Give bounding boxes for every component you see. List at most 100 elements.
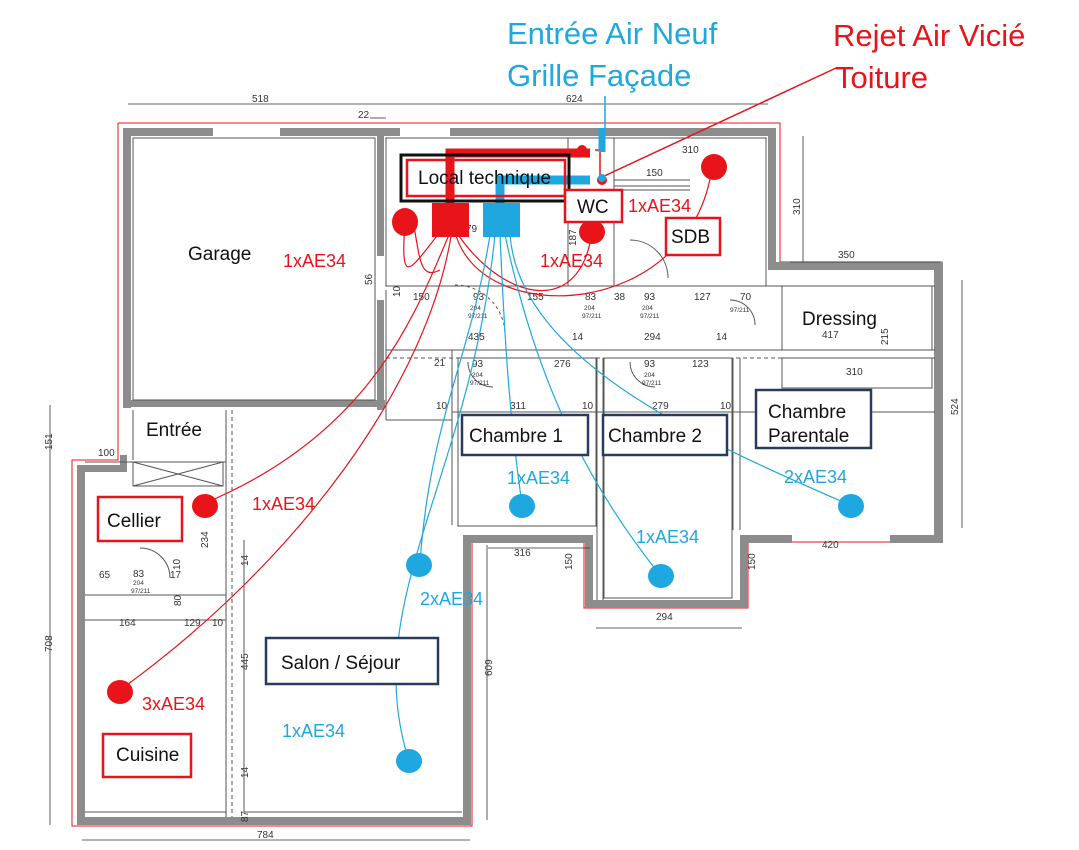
dim-ch2-bottom-316: 316 (514, 548, 531, 559)
walls (77, 128, 943, 825)
dim-kitchen-164: 164 (119, 618, 136, 629)
exhaust-title-line2: Toiture (835, 60, 928, 95)
vent-label-cellier: 1xAE34 (252, 494, 315, 514)
dim-garage-height: 56 (364, 273, 375, 285)
dim-cellier-80: 80 (173, 594, 184, 606)
supply-unit (483, 203, 520, 237)
dim-c83: 83 (585, 292, 597, 303)
room-salon: Salon / Séjour (281, 653, 401, 674)
dim-cellier-10: 10 (172, 558, 183, 570)
dim-entree-151: 151 (44, 433, 55, 450)
dim-top-right: 624 (566, 94, 583, 105)
dim-bottom-87: 87 (240, 810, 251, 822)
vent-label-salon-upper: 2xAE34 (420, 589, 483, 609)
room-dressing: Dressing (802, 309, 877, 330)
dim-door-97d: 97/211 (730, 307, 750, 314)
dim-bottom-784: 784 (257, 830, 274, 841)
dim-wc-150: 150 (646, 168, 663, 179)
room-label-boxes (96, 153, 873, 779)
dim-c38: 38 (614, 292, 626, 303)
salon-lower-vent-dot (396, 749, 422, 773)
dim-ch2-279: 279 (652, 401, 669, 412)
dim-salon-445: 445 (240, 653, 251, 670)
vent-label-sdb: 1xAE34 (540, 251, 603, 271)
vent-label-parentale: 2xAE34 (784, 467, 847, 487)
dim-corridor-294: 294 (644, 332, 661, 343)
dim-ch-10: 10 (582, 401, 594, 412)
room-chambre2: Chambre 2 (608, 426, 702, 447)
legend: Entrée Air Neuf Grille Façade Rejet Air … (507, 16, 1025, 95)
dim-21: 21 (434, 358, 446, 369)
supply-title-line1: Entrée Air Neuf (507, 16, 718, 51)
exhaust-junction-dot (577, 145, 587, 155)
dim-corridor-14b: 14 (716, 332, 728, 343)
vent-label-chambre1: 1xAE34 (507, 468, 570, 488)
supply-title-line2: Grille Façade (507, 58, 691, 93)
dim-ch1-93: 93 (472, 359, 484, 370)
exhaust-main-duct (445, 148, 590, 210)
dim-ch2-93: 93 (644, 359, 656, 370)
dimension-lines (49, 103, 963, 841)
garage-vent-dot (392, 208, 418, 236)
dim-187: 187 (568, 229, 579, 246)
chambre1-vent-dot (509, 494, 535, 518)
dim-cellier-65: 65 (99, 570, 111, 581)
room-sdb: SDB (671, 227, 710, 248)
parentale-vent-dot (838, 494, 864, 518)
dim-top-left: 518 (252, 94, 269, 105)
dim-left-708: 708 (44, 635, 55, 652)
dim-top-small: 22 (358, 110, 370, 121)
dim-par-524: 524 (950, 398, 961, 415)
vent-label-cuisine: 3xAE34 (142, 694, 205, 714)
dim-ch2-10: 10 (720, 401, 732, 412)
dim-ch2-204: 204 (644, 372, 655, 379)
cuisine-vent-dot (107, 680, 133, 704)
dim-c10: 10 (392, 285, 403, 297)
dim-door-204: 204 (470, 305, 481, 312)
room-local-technique: Local technique (418, 168, 551, 189)
dim-10: 10 (436, 401, 448, 412)
exhaust-vents (107, 145, 727, 704)
cellier-vent-dot (192, 494, 218, 518)
dim-right-420: 420 (822, 540, 839, 551)
dim-dressing-417: 417 (822, 330, 839, 341)
exhaust-title-line1: Rejet Air Vicié (833, 18, 1025, 53)
dim-cellier-83: 83 (133, 569, 145, 580)
dim-par-310: 310 (846, 367, 863, 378)
dim-door-97: 97/211 (468, 313, 488, 320)
dim-v-215: 215 (880, 328, 891, 345)
dim-ch2-123: 123 (692, 359, 709, 370)
dim-c93: 93 (473, 292, 485, 303)
wc-vent-dot (579, 220, 605, 244)
dim-79: 79 (466, 224, 478, 235)
dim-ch2-97: 97/211 (642, 380, 662, 387)
dim-c70: 70 (740, 292, 752, 303)
room-chambre1: Chambre 1 (469, 426, 563, 447)
supply-vents (396, 174, 864, 773)
dim-ch1-311: 311 (510, 401, 526, 412)
dim-ch1-276: 276 (554, 359, 571, 370)
vent-label-garage: 1xAE34 (283, 251, 346, 271)
room-wc: WC (577, 197, 609, 218)
dim-corridor-435: 435 (468, 332, 485, 343)
dim-kitchen-129: 129 (184, 618, 201, 629)
sdb-vent-dot (701, 154, 727, 180)
supply-junction-dot (598, 174, 606, 182)
salon-upper-vent-dot (406, 553, 432, 577)
vent-label-wc: 1xAE34 (628, 196, 691, 216)
chambre2-vent-dot (648, 564, 674, 588)
dim-door-97b: 97/211 (582, 313, 602, 320)
supply-ducts (395, 234, 851, 759)
dim-dressing-350: 350 (838, 250, 855, 261)
vent-labels: 1xAE34 1xAE34 1xAE34 1xAE34 3xAE34 1xAE3… (142, 196, 847, 741)
room-entree: Entrée (146, 420, 202, 441)
dim-corridor-14: 14 (572, 332, 584, 343)
room-cellier: Cellier (107, 511, 162, 532)
dim-ch1-204: 204 (472, 372, 483, 379)
vent-label-salon-lower: 1xAE34 (282, 721, 345, 741)
dim-door-97c: 97/211 (640, 313, 660, 320)
dim-sdb-310-v: 310 (792, 198, 803, 215)
room-garage: Garage (188, 244, 251, 265)
dim-door-204c: 204 (642, 305, 653, 312)
